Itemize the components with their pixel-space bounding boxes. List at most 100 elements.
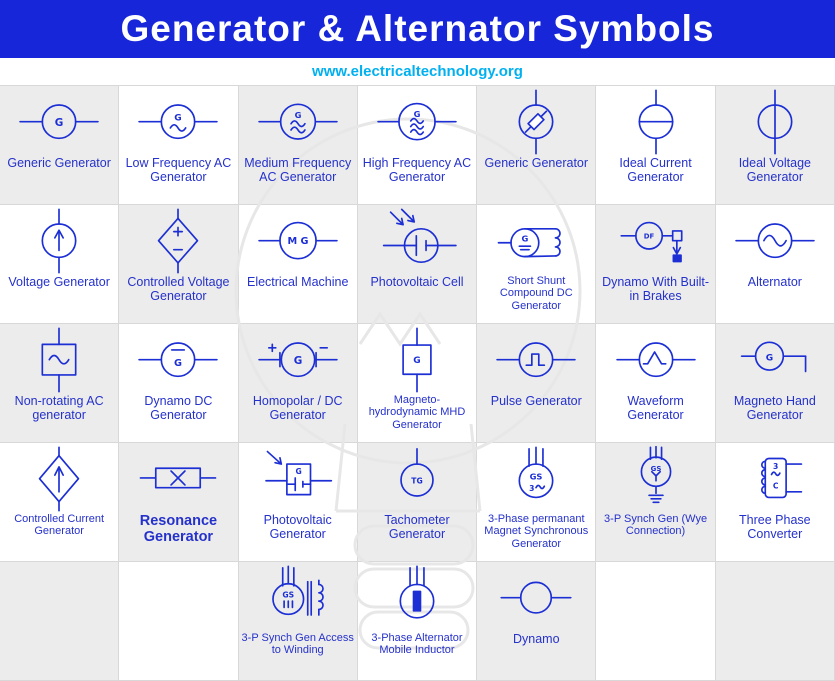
symbol-label: Ideal Current Generator bbox=[619, 156, 692, 185]
controlled-voltage-generator-icon bbox=[121, 208, 235, 274]
symbol-label: Photovoltaic Generator bbox=[263, 513, 332, 542]
header-banner: Generator & Alternator Symbols bbox=[0, 0, 835, 58]
symbol-cell-controlled-voltage-generator: Controlled Voltage Generator bbox=[119, 205, 239, 324]
symbol-label: Voltage Generator bbox=[8, 275, 110, 289]
medium-frequency-ac-generator-icon: G bbox=[241, 89, 355, 155]
symbol-cell-dynamo-with-brakes: DF Dynamo With Built-in Brakes bbox=[596, 205, 716, 324]
symbol-label: 3-P Synch Gen Access to Winding bbox=[241, 632, 354, 657]
voltage-generator-icon bbox=[2, 208, 116, 274]
three-phase-alternator-mobile-inductor-icon bbox=[360, 565, 474, 631]
electrical-machine-icon: M G bbox=[241, 208, 355, 274]
svg-text:G: G bbox=[295, 467, 301, 476]
svg-text:3: 3 bbox=[529, 484, 534, 493]
symbol-cell-three-phase-synch-gen-wye: GS 3-P Synch Gen (Wye Connection) bbox=[596, 443, 716, 562]
waveform-generator-icon bbox=[599, 327, 713, 393]
svg-text:G: G bbox=[413, 356, 420, 366]
symbol-label: Alternator bbox=[747, 275, 802, 289]
symbol-label: Ideal Voltage Generator bbox=[738, 156, 811, 185]
symbol-label: Homopolar / DC Generator bbox=[252, 394, 343, 423]
symbol-cell-low-frequency-ac-generator: G Low Frequency AC Generator bbox=[119, 86, 239, 205]
symbol-cell-voltage-generator: Voltage Generator bbox=[0, 205, 120, 324]
symbol-cell-alternator: Alternator bbox=[715, 205, 835, 324]
pulse-generator-icon bbox=[479, 327, 593, 393]
dynamo-icon bbox=[479, 565, 593, 631]
symbol-cell-generic-generator-alt: Generic Generator bbox=[477, 86, 597, 205]
symbol-cell-ideal-current-generator: Ideal Current Generator bbox=[596, 86, 716, 205]
symbol-label: Controlled Voltage Generator bbox=[127, 275, 230, 304]
three-phase-synch-gen-winding-icon: GS bbox=[241, 565, 355, 631]
symbol-cell-photovoltaic-cell: Photovoltaic Cell bbox=[357, 205, 478, 324]
symbol-label: Three Phase Converter bbox=[739, 513, 811, 542]
low-frequency-ac-generator-icon: G bbox=[121, 89, 235, 155]
symbol-cell-three-phase-synch-gen-winding: GS 3-P Synch Gen Access to Winding bbox=[238, 562, 358, 681]
symbol-label: Generic Generator bbox=[484, 156, 589, 170]
symbol-label: 3-Phase Alternator Mobile Inductor bbox=[371, 632, 463, 657]
controlled-current-generator-icon bbox=[2, 446, 116, 512]
symbol-label: Magneto-hydrodynamic MHD Generator bbox=[368, 394, 466, 431]
symbol-label: 3-Phase permanant Magnet Synchronous Gen… bbox=[484, 513, 589, 550]
ideal-current-generator-icon bbox=[599, 89, 713, 155]
svg-text:DF: DF bbox=[643, 233, 654, 241]
short-shunt-compound-dc-generator-icon: G bbox=[479, 208, 593, 274]
homopolar-dc-generator-icon: G bbox=[241, 327, 355, 393]
svg-text:3: 3 bbox=[773, 462, 778, 471]
svg-text:TG: TG bbox=[411, 477, 422, 486]
symbol-cell-waveform-generator: Waveform Generator bbox=[596, 324, 716, 443]
symbol-label: Generic Generator bbox=[7, 156, 111, 170]
symbol-cell-mhd-generator: G Magneto-hydrodynamic MHD Generator bbox=[357, 324, 478, 443]
svg-text:GS: GS bbox=[650, 465, 661, 473]
symbol-label: Resonance Generator bbox=[139, 513, 218, 546]
svg-text:GS: GS bbox=[282, 591, 294, 600]
svg-text:G: G bbox=[175, 113, 182, 123]
symbol-label: Non-rotating AC generator bbox=[14, 394, 104, 423]
symbol-label: High Frequency AC Generator bbox=[362, 156, 472, 185]
photovoltaic-generator-icon: G bbox=[241, 446, 355, 512]
svg-text:G: G bbox=[294, 110, 301, 120]
symbol-cell-medium-frequency-ac-generator: G Medium Frequency AC Generator bbox=[238, 86, 358, 205]
symbol-label: Low Frequency AC Generator bbox=[125, 156, 232, 185]
svg-text:G: G bbox=[522, 233, 529, 243]
empty-cell bbox=[596, 562, 716, 681]
generic-generator-icon: G bbox=[2, 89, 116, 155]
empty-cell bbox=[715, 562, 835, 681]
resonance-generator-icon bbox=[121, 446, 235, 512]
page-title: Generator & Alternator Symbols bbox=[120, 8, 715, 49]
symbol-label: Dynamo With Built-in Brakes bbox=[602, 275, 710, 304]
website-link[interactable]: www.electricaltechnology.org bbox=[312, 63, 523, 80]
generic-generator-alt-icon bbox=[479, 89, 593, 155]
site-strip: www.electricaltechnology.org bbox=[0, 58, 835, 85]
mhd-generator-icon: G bbox=[360, 327, 474, 393]
dynamo-with-brakes-icon: DF bbox=[599, 208, 713, 274]
three-phase-pm-synchronous-generator-icon: GS 3 bbox=[479, 446, 593, 512]
svg-text:M G: M G bbox=[287, 236, 308, 247]
non-rotating-ac-generator-icon bbox=[2, 327, 116, 393]
tachometer-generator-icon: TG bbox=[360, 446, 474, 512]
symbol-cell-short-shunt-compound-dc-generator: G Short Shunt Compound DC Generator bbox=[477, 205, 597, 324]
high-frequency-ac-generator-icon: G bbox=[360, 89, 474, 155]
symbol-label: Medium Frequency AC Generator bbox=[244, 156, 352, 185]
photovoltaic-cell-icon bbox=[360, 208, 474, 274]
symbol-label: Pulse Generator bbox=[490, 394, 582, 408]
symbol-cell-non-rotating-ac-generator: Non-rotating AC generator bbox=[0, 324, 120, 443]
svg-text:G: G bbox=[766, 353, 773, 363]
svg-text:G: G bbox=[293, 355, 302, 367]
svg-text:GS: GS bbox=[530, 471, 543, 481]
symbol-cell-homopolar-dc-generator: G Homopolar / DC Generator bbox=[238, 324, 358, 443]
three-phase-synch-gen-wye-icon: GS bbox=[599, 446, 713, 512]
dynamo-dc-generator-icon: G bbox=[121, 327, 235, 393]
symbol-cell-three-phase-pm-synchronous-generator: GS 3 3-Phase permanant Magnet Synchronous … bbox=[477, 443, 597, 562]
symbol-label: Short Shunt Compound DC Generator bbox=[499, 275, 573, 312]
symbol-cell-pulse-generator: Pulse Generator bbox=[477, 324, 597, 443]
symbol-cell-resonance-generator: Resonance Generator bbox=[119, 443, 239, 562]
symbol-label: Dynamo DC Generator bbox=[144, 394, 213, 423]
symbol-label: 3-P Synch Gen (Wye Connection) bbox=[604, 513, 708, 538]
